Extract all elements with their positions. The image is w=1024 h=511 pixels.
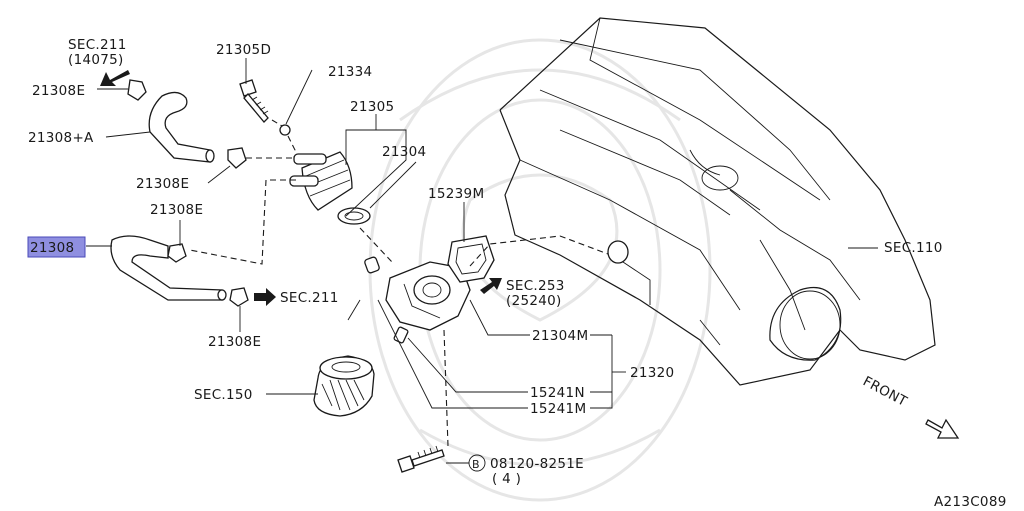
clamp-21308e-top <box>127 79 147 101</box>
label-15241n: 15241N <box>530 385 585 401</box>
o-ring-21334 <box>279 124 291 136</box>
label-21305: 21305 <box>350 99 394 115</box>
label-sec253: SEC.253 <box>506 278 565 294</box>
label-21334: 21334 <box>328 64 372 80</box>
arrow-to-sec253 <box>480 278 502 294</box>
label-bolt-part: 08120-8251E <box>490 456 584 472</box>
highlight-21308-box <box>27 236 86 258</box>
label-sec253-sub: (25240) <box>506 293 562 309</box>
front-arrow-icon <box>925 418 960 439</box>
leader-lines <box>86 58 878 409</box>
front-direction-indicator: FRONT <box>860 373 960 439</box>
label-bolt-symbol: B <box>472 458 480 471</box>
label-15239m: 15239M <box>428 186 484 202</box>
label-21305d: 21305D <box>216 42 271 58</box>
hose-21308a <box>148 91 215 163</box>
oil-filter-bracket-21304 <box>364 256 471 344</box>
oil-filter <box>313 355 375 417</box>
assembly-lines <box>189 119 609 447</box>
clamp-21308e-bottom <box>229 287 249 307</box>
gasket-15239m <box>447 235 495 283</box>
label-sec211-right: SEC.211 <box>280 290 339 306</box>
diagram-id: A213C089 <box>934 494 1007 510</box>
label-sec211-top-sub: (14075) <box>68 52 124 68</box>
label-21308a: 21308+A <box>28 130 94 146</box>
label-21308e-low: 21308E <box>150 202 203 218</box>
label-21320: 21320 <box>630 365 674 381</box>
label-21304m: 21304M <box>532 328 588 344</box>
label-21304: 21304 <box>382 144 426 160</box>
label-21308e-top: 21308E <box>32 83 85 99</box>
clamp-21308e-low <box>167 243 187 263</box>
label-21308e-mid: 21308E <box>136 176 189 192</box>
label-21308e-bottom: 21308E <box>208 334 261 350</box>
label-21308-highlighted[interactable]: 21308 <box>30 240 74 256</box>
arrow-to-sec211-right <box>254 288 276 306</box>
front-label: FRONT <box>860 373 910 410</box>
label-sec211-top: SEC.211 <box>68 37 127 53</box>
label-sec110: SEC.110 <box>884 240 943 256</box>
oil-cooler-21305 <box>289 151 371 225</box>
bolt-08120-8251e <box>397 445 445 473</box>
label-15241m: 15241M <box>530 401 586 417</box>
label-sec150: SEC.150 <box>194 387 253 403</box>
arrow-to-sec211-top <box>100 70 130 86</box>
clamp-21308e-mid <box>227 147 247 169</box>
engine-block <box>499 17 936 386</box>
bolt-21305d <box>239 79 269 123</box>
label-bolt-qty: ( 4 ) <box>492 471 521 487</box>
hose-21308 <box>110 235 227 301</box>
engine-port-seal <box>607 240 629 264</box>
